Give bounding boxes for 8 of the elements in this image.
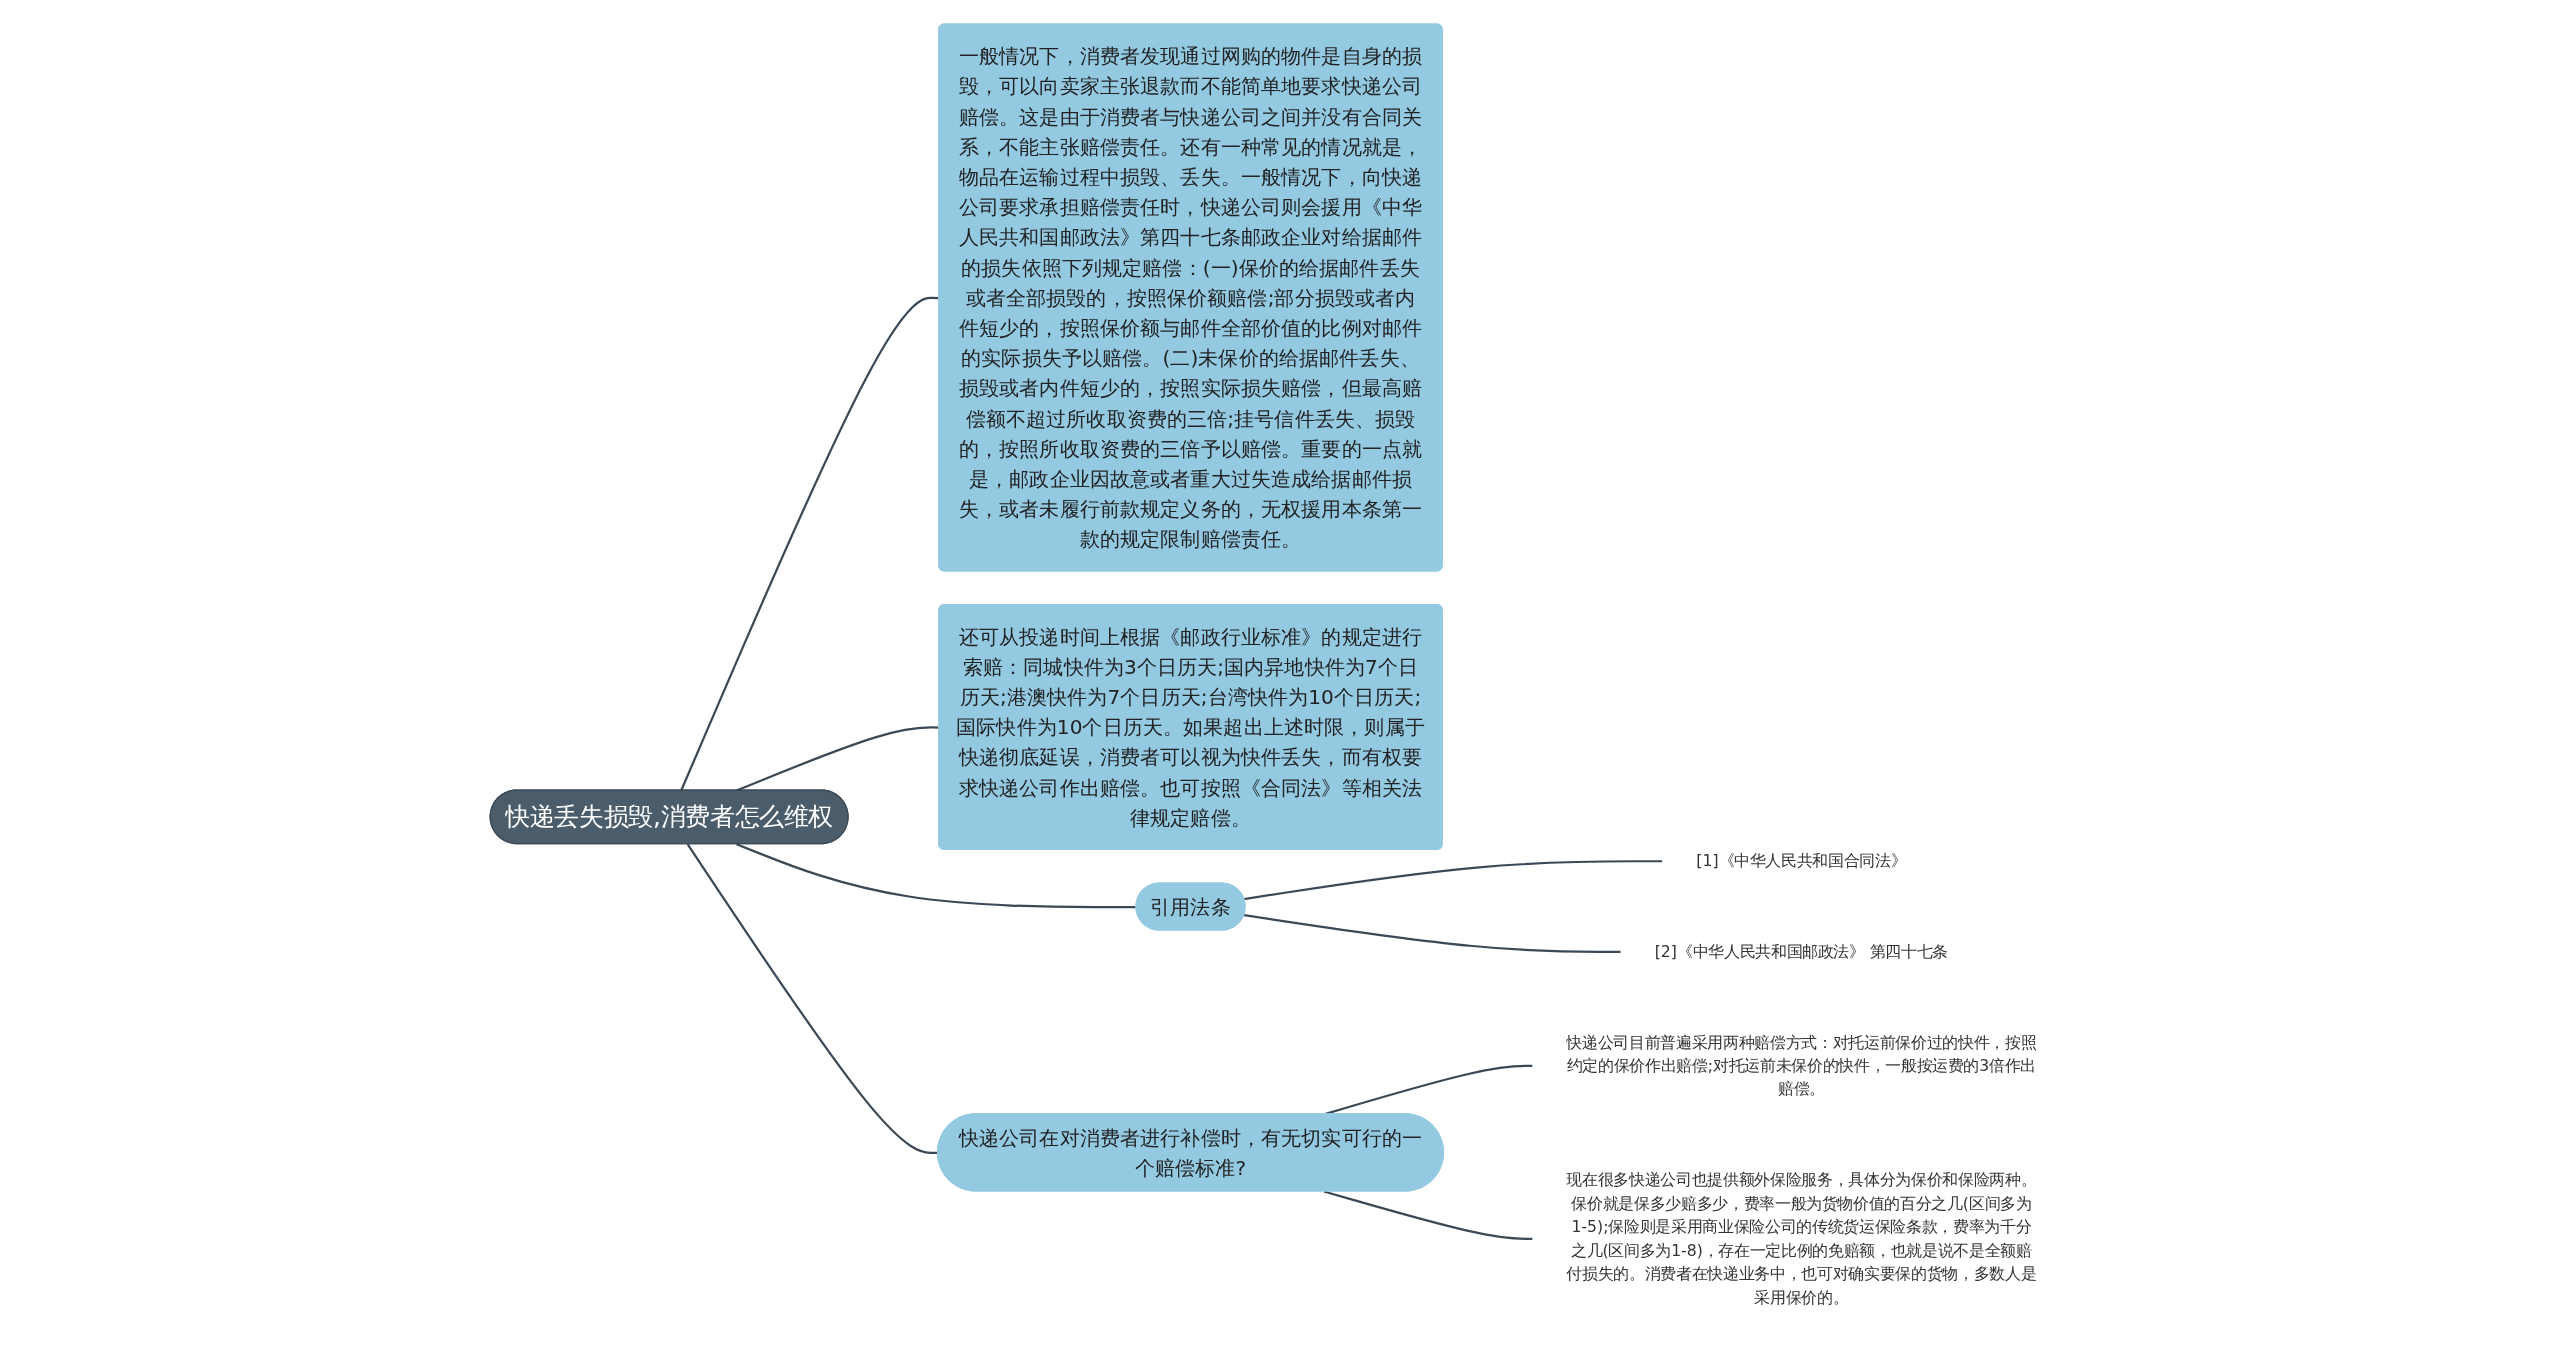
connector [1323,1190,1533,1240]
connector [736,843,1137,909]
connector [1243,860,1663,901]
connector [1244,914,1622,953]
node-text: [2]《中华人民共和国邮政法》 第四十七条 [1654,942,1949,961]
node-text: 快递公司目前普遍采用两种赔偿方式：对托运前保价过的快件，按照约定的保价作出赔偿;对托运前未保价的快件，一般按运费的3倍作出赔偿。 [1566,1032,2037,1098]
node-text: [1]《中华人民共和国合同法》 [1696,851,1907,870]
node-text: 现在很多快递公司也提供额外保险服务，具体分为保价和保险两种。保价就是保多少赔多少，费率一般为货物价值的百分之几(区间多为1-5);保险则是采用商业保险公司的传统货运保险条款，费率为千分之几(区间多为1-8)，存在一定比例的免赔额，也就是说不是全额赔付损失的。消费者在快递业务中，也可对确实要保的货物，多数人是采用保价的。 [1566,1170,2037,1306]
